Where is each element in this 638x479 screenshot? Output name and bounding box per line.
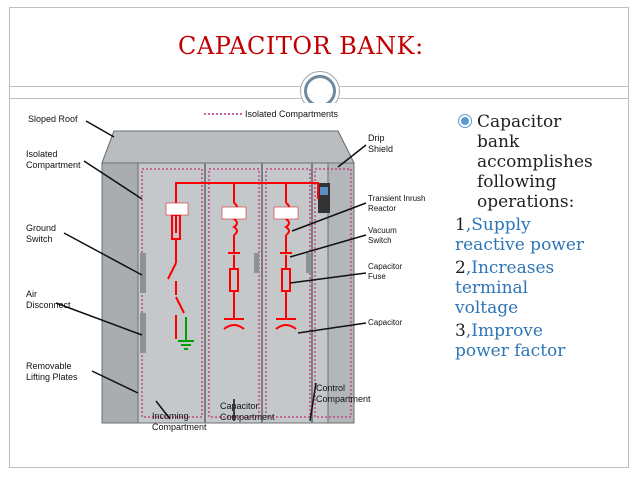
intro-line: operations: [477, 192, 575, 212]
operation-number: 3 [455, 321, 466, 341]
label-removable: Removable [26, 361, 72, 371]
bullet-list: Capacitor bank accomplishes following op… [455, 112, 625, 361]
intro-line: accomplishes [477, 152, 593, 172]
operation-text: ,Supply [465, 215, 531, 235]
operation-text: terminal [455, 278, 529, 298]
label-transient-inrush: Transient Inrush [368, 194, 426, 203]
operation-item-1: 1,Supply reactive power [455, 215, 625, 255]
label-capacitor-right: Capacitor [368, 318, 403, 327]
label-reactor: Reactor [368, 204, 396, 213]
cabinet-side-right [327, 162, 355, 424]
label-sloped-roof: Sloped Roof [28, 114, 78, 124]
label-control: Control [316, 383, 345, 393]
label-incoming-compartment: Compartment [152, 422, 207, 432]
label-air-disconnect: Disconnect [26, 300, 71, 310]
bullet-dot-icon [459, 115, 471, 127]
label-capacitor-compartment: Compartment [220, 412, 275, 422]
intro-line: bank [477, 132, 520, 152]
label-incoming: Incoming [152, 411, 189, 421]
operation-text: ,Increases [465, 258, 555, 278]
slide-title: CAPACITOR BANK: [178, 32, 424, 60]
isolated-compartments-label: Isolated Compartments [245, 109, 339, 119]
label-air: Air [26, 289, 37, 299]
label-fuse: Fuse [368, 272, 386, 281]
label-drip-shield: Shield [368, 144, 393, 154]
label-vacuum-switch: Switch [368, 236, 392, 245]
label-capacitor-fuse: Capacitor [368, 262, 403, 271]
operation-item-3: 3,Improve power factor [455, 321, 625, 361]
label-ground: Ground [26, 223, 56, 233]
operation-item-2: 2,Increases terminal voltage [455, 258, 625, 318]
label-isolated: Isolated [26, 149, 58, 159]
label-ground-switch: Switch [26, 234, 53, 244]
bullet-intro: Capacitor bank accomplishes following op… [455, 112, 625, 212]
operation-text: power factor [455, 341, 566, 361]
label-capacitor-bottom: Capacitor [220, 401, 259, 411]
capacitor-bank-diagram: Isolated Compartments [16, 103, 442, 443]
cabinet-side [101, 162, 139, 424]
sloped-roof [101, 130, 355, 164]
label-drip: Drip [368, 133, 385, 143]
label-control-compartment: Compartment [316, 394, 371, 404]
label-lifting-plates: Lifting Plates [26, 372, 78, 382]
label-vacuum: Vacuum [368, 226, 397, 235]
operation-text: reactive power [455, 235, 585, 255]
operation-number: 1 [455, 215, 466, 235]
intro-line: following [477, 172, 557, 192]
operation-text: ,Improve [465, 321, 543, 341]
ground-symbol [178, 317, 194, 350]
operation-text: voltage [455, 298, 519, 318]
operation-number: 2 [455, 258, 466, 278]
label-isolated-compartment: Compartment [26, 160, 81, 170]
slide-frame [9, 7, 629, 468]
intro-line: Capacitor [477, 112, 562, 132]
